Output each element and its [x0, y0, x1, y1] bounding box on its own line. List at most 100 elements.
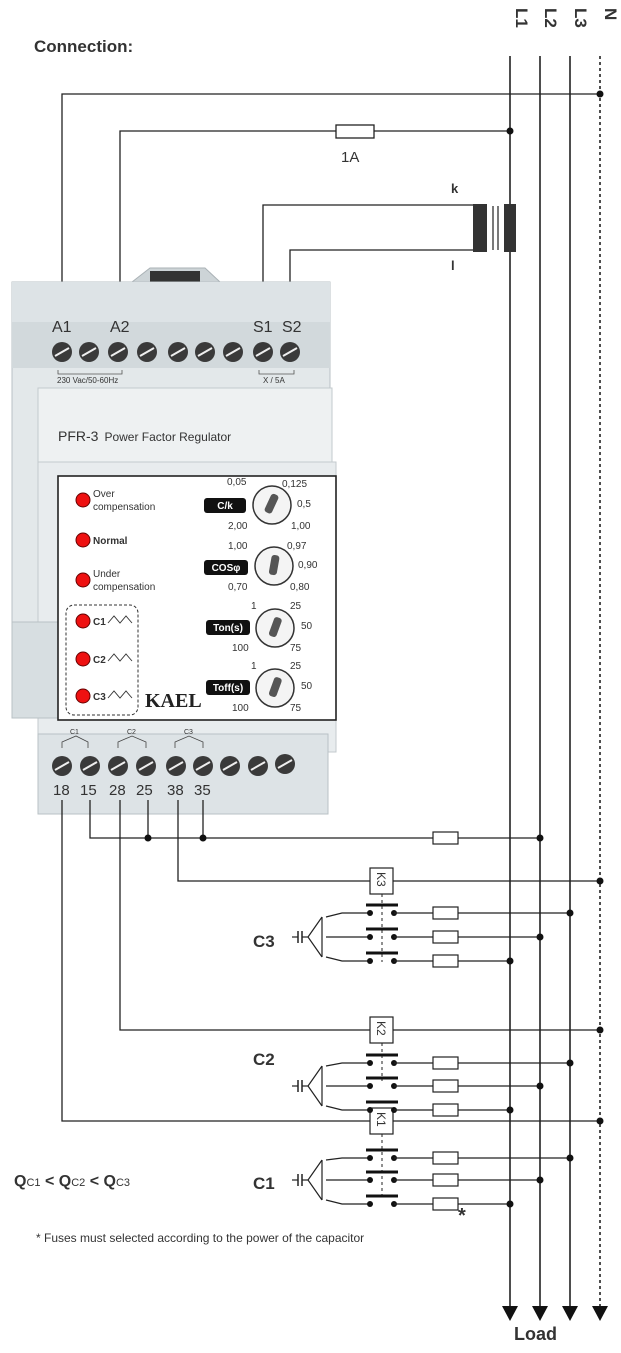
capacitor-icon — [107, 690, 133, 699]
knob-name: C/k — [217, 501, 233, 512]
contact-terminal — [367, 1201, 373, 1207]
capacitor-delta — [307, 916, 323, 958]
knob-name: Ton(s) — [213, 623, 243, 634]
node — [536, 1176, 544, 1184]
led-label: Under — [93, 569, 121, 580]
contact-terminal — [367, 1177, 373, 1183]
terminal-28-label: 28 — [109, 782, 126, 799]
led-label: C1 — [93, 617, 106, 628]
relay-contact-c1 — [61, 735, 89, 748]
screw-terminal — [52, 342, 72, 362]
formula-q: Q — [104, 1173, 116, 1190]
fuse — [432, 1151, 459, 1165]
led-icon — [75, 613, 91, 629]
fuse — [432, 930, 459, 944]
terminal-s1-label: S1 — [253, 319, 273, 336]
knob-tick-label: 1 — [251, 601, 257, 612]
knob-tick-label: 75 — [290, 703, 302, 714]
led-under-compensation: Under compensation — [75, 569, 155, 593]
led-label: C3 — [93, 692, 106, 703]
nodes — [144, 834, 604, 1125]
screw-terminal — [137, 342, 157, 362]
relay-label: C3 — [184, 729, 193, 736]
screw-terminal — [195, 342, 215, 362]
fuse — [432, 1103, 459, 1117]
terminal-a2-label: A2 — [110, 319, 130, 336]
coil-label: K1 — [374, 1112, 388, 1127]
relay-contact-c2 — [117, 735, 147, 748]
capacitor-label-c3: C3 — [253, 932, 275, 951]
screw-terminal — [108, 756, 128, 776]
led-step-c3: C3 — [75, 688, 133, 704]
ct-core-left — [473, 204, 487, 252]
node — [566, 1154, 574, 1162]
contact-terminal — [367, 934, 373, 940]
ct-note: X / 5A — [263, 376, 285, 385]
phase-label-n: N — [601, 8, 620, 20]
terminal-s2-label: S2 — [282, 319, 302, 336]
knob-name-badge — [204, 498, 246, 513]
capacitor-banks — [292, 903, 574, 1211]
terminal-strip-top — [12, 282, 330, 322]
formula-sub: C1 — [26, 1177, 40, 1189]
formula-q: Q — [14, 1173, 26, 1190]
bottom-screws — [52, 754, 295, 776]
screw-terminal — [253, 342, 273, 362]
node — [536, 834, 544, 842]
knob-tick-label: 75 — [290, 643, 302, 654]
terminal-38-label: 38 — [167, 782, 184, 799]
node — [536, 933, 544, 941]
wire-a2 — [119, 130, 336, 318]
phase-label-l3: L3 — [571, 8, 590, 28]
contactor-k3: K3 — [369, 867, 394, 962]
model-name: PFR-3 — [58, 428, 99, 444]
node — [506, 127, 514, 135]
node — [596, 877, 604, 885]
led-label: compensation — [93, 582, 155, 593]
coil-label: K3 — [374, 872, 388, 887]
fuse — [432, 1056, 459, 1070]
control-wiring — [61, 800, 600, 1122]
phase-wire — [325, 1157, 368, 1161]
contact-terminal — [367, 910, 373, 916]
screw-terminal — [223, 342, 243, 362]
knob-tick-label: 25 — [290, 601, 302, 612]
knob-name: COSφ — [212, 563, 241, 574]
contact-terminal — [367, 1155, 373, 1161]
knob-pointer — [269, 677, 282, 697]
phase-wire — [325, 1062, 368, 1067]
knob-tick-label: 0,80 — [290, 582, 310, 593]
ct-core-right — [504, 204, 516, 252]
screw-terminal — [80, 756, 100, 776]
formula-sub: C2 — [71, 1177, 85, 1189]
phase-wire — [325, 912, 368, 918]
capacitor-delta — [307, 1159, 323, 1201]
knob-tick-label: 0,97 — [287, 541, 307, 552]
phase-label-l2: L2 — [541, 8, 560, 28]
knob-tick-label: 0,90 — [298, 560, 318, 571]
fuse — [432, 906, 459, 920]
led-icon — [75, 688, 91, 704]
knob-tick-label: 0,125 — [282, 479, 307, 490]
node — [199, 834, 207, 842]
relay-contacts — [61, 735, 204, 748]
node — [566, 1059, 574, 1067]
wire-28-k2 — [119, 800, 370, 1031]
wire-common — [89, 800, 433, 839]
relay-contact-c3 — [174, 735, 204, 748]
knob-name-badge — [204, 560, 248, 575]
arrow-n — [592, 1306, 608, 1321]
wire-s1 — [262, 204, 475, 318]
contact-terminal — [367, 1107, 373, 1113]
phase-label-l1: L1 — [512, 8, 531, 28]
screw-terminal — [79, 342, 99, 362]
capacitor-label-c2: C2 — [253, 1050, 275, 1069]
coil-label: K2 — [374, 1021, 388, 1036]
fuse-note: * Fuses must selected according to the p… — [36, 1231, 364, 1245]
load-label: Load — [514, 1324, 557, 1344]
phase-wire — [325, 1199, 368, 1205]
knob-tick-label: 25 — [290, 661, 302, 672]
knob-tick-label: 50 — [301, 681, 313, 692]
led-label: C2 — [93, 655, 106, 666]
